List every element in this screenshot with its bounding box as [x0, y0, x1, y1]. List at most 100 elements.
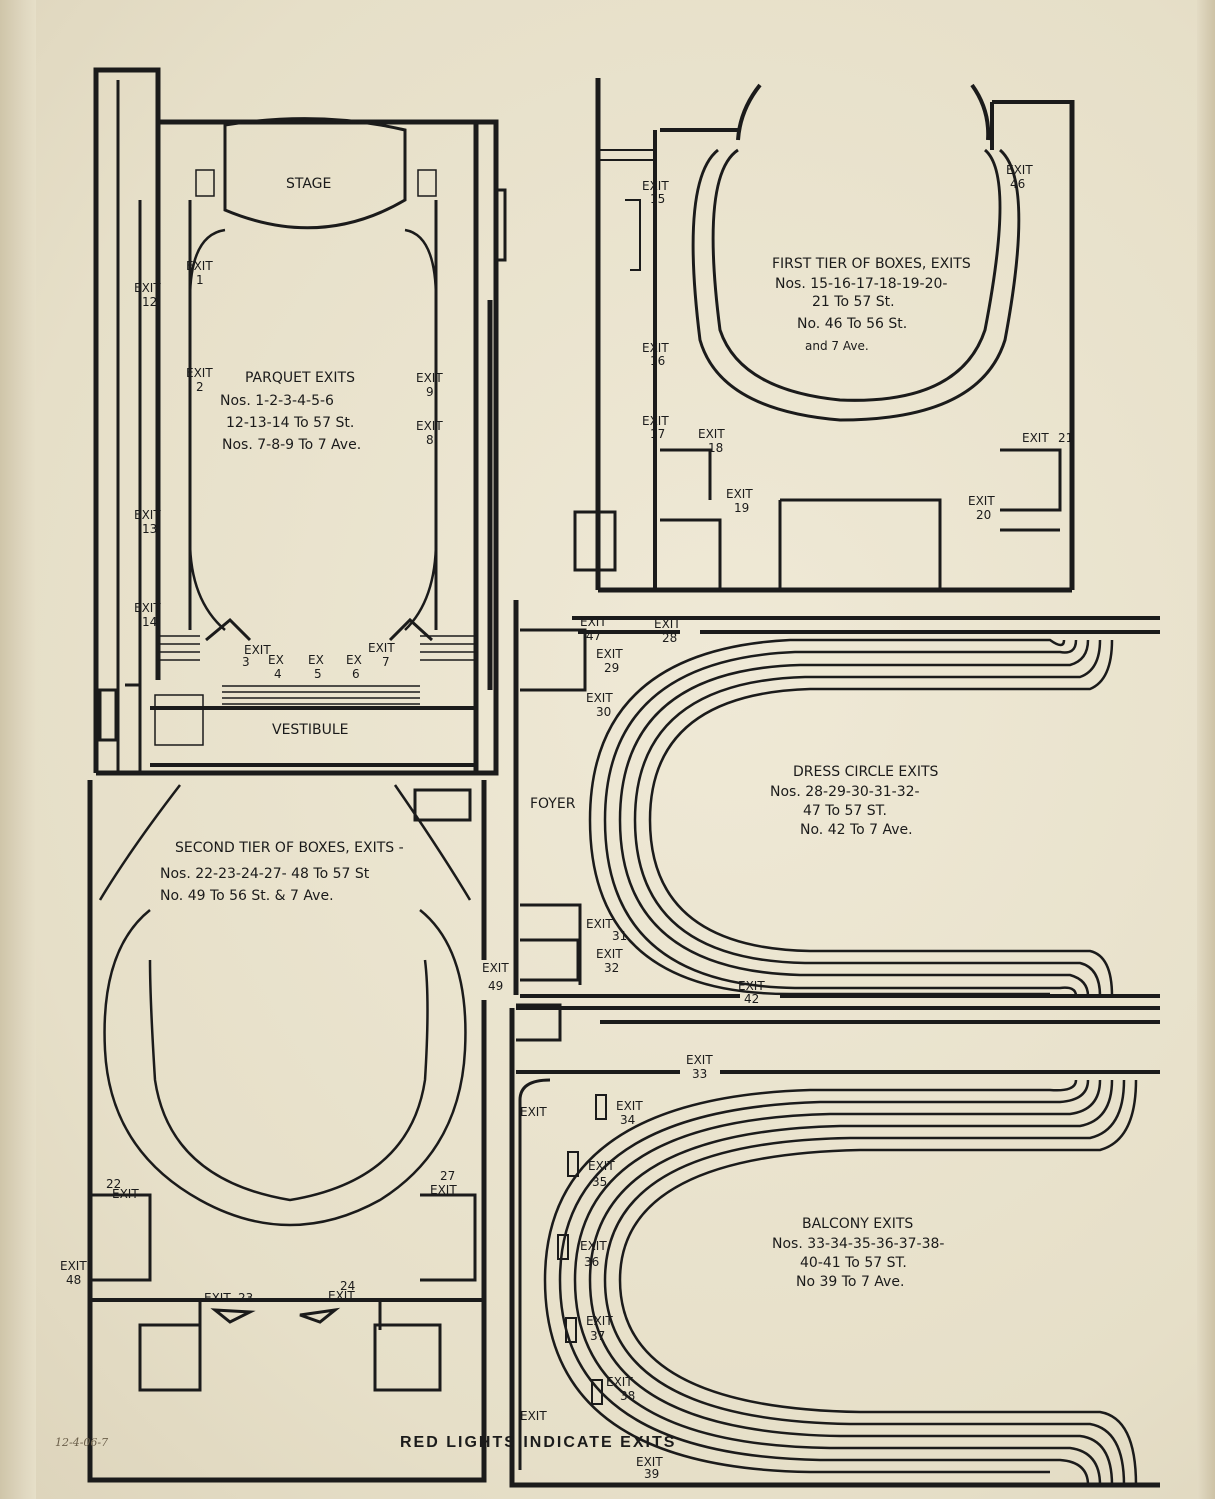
foyer-label: FOYER: [530, 796, 576, 812]
exit-word: EXIT: [112, 1187, 139, 1201]
ex-word: EX: [346, 653, 362, 667]
exit-35-number: 35: [592, 1175, 607, 1189]
exit-word: EXIT: [134, 601, 161, 615]
archive-note: 12-4-06-7: [55, 1436, 108, 1449]
exit-word: EXIT: [520, 1409, 547, 1423]
exit-word: EXIT: [586, 917, 613, 931]
exit-word: EXIT: [520, 1105, 547, 1119]
balcony-plan: [509, 1003, 1160, 1488]
exit-word: EXIT: [134, 508, 161, 522]
parquet-line-2: 12-13-14 To 57 St.: [226, 415, 354, 431]
exit-word: EXIT: [596, 647, 623, 661]
exit-word: EXIT: [726, 487, 753, 501]
exit-word: EXIT: [606, 1375, 633, 1389]
exit-word: EXIT: [586, 1314, 613, 1328]
exit-word: EXIT: [416, 371, 443, 385]
exit-20-number: 20: [976, 508, 991, 522]
exit-34-number: 34: [620, 1113, 635, 1127]
exit-word: EXIT: [1006, 163, 1033, 177]
parquet-title: PARQUET EXITS: [245, 370, 355, 386]
exit-2-number: 2: [196, 380, 204, 394]
exit-word: EXIT: [616, 1099, 643, 1113]
footer-caption: RED LIGHTS INDICATE EXITS: [400, 1434, 676, 1451]
exit-word: EXIT: [642, 341, 669, 355]
exit-word: EXIT: [686, 1053, 713, 1067]
parquet-line-3: Nos. 7-8-9 To 7 Ave.: [222, 437, 361, 453]
exit-29-number: 29: [604, 661, 619, 675]
balcony-line-2: 40-41 To 57 ST.: [800, 1255, 907, 1271]
exit-5-number: 5: [314, 667, 322, 681]
exit-word: EXIT: [134, 281, 161, 295]
dress-circle-line-2: 47 To 57 ST.: [803, 803, 887, 819]
exit-12-number: 12: [142, 295, 157, 309]
exit-word: EXIT: [580, 615, 607, 629]
exit-18-number: 18: [708, 441, 723, 455]
exit-48-number: 48: [66, 1273, 81, 1287]
exit-word: EXIT: [968, 494, 995, 508]
stage-label: STAGE: [286, 176, 331, 192]
vestibule-label: VESTIBULE: [272, 722, 349, 738]
exit-word: EXIT: [430, 1183, 457, 1197]
second-tier-line-2: No. 49 To 56 St. & 7 Ave.: [160, 888, 334, 904]
exit-24-number: 24: [340, 1279, 355, 1293]
exit-word: EXIT: [580, 1239, 607, 1253]
exit-word: EXIT: [482, 961, 509, 975]
balcony-line-3: No 39 To 7 Ave.: [796, 1274, 904, 1290]
exit-13-number: 13: [142, 522, 157, 536]
exit-7-number: 7: [382, 655, 390, 669]
exit-word: EXIT: [1022, 431, 1049, 445]
exit-42-number: 42: [744, 992, 759, 1006]
second-tier-title: SECOND TIER OF BOXES, EXITS -: [175, 840, 404, 856]
exit-word: EXIT: [642, 414, 669, 428]
exit-word: EXIT: [186, 259, 213, 273]
dress-circle-plan: [513, 600, 1160, 998]
exit-3-number: 3: [242, 655, 250, 669]
exit-30-number: 30: [596, 705, 611, 719]
exit-38-number: 38: [620, 1389, 635, 1403]
exit-word: EXIT: [368, 641, 395, 655]
ex-word: EX: [308, 653, 324, 667]
parquet-line-1: Nos. 1-2-3-4-5-6: [220, 393, 334, 409]
exit-word: EXIT: [596, 947, 623, 961]
exit-36-number: 36: [584, 1255, 599, 1269]
second-tier-line-1: Nos. 22-23-24-27- 48 To 57 St: [160, 866, 370, 882]
ex-word: EX: [268, 653, 284, 667]
exit-49-number: 49: [488, 979, 503, 993]
dress-circle-line-3: No. 42 To 7 Ave.: [800, 822, 913, 838]
exit-14-number: 14: [142, 615, 157, 629]
exit-22-number: 22: [106, 1177, 121, 1191]
exit-15-number: 15: [650, 192, 665, 206]
exit-word: EXIT: [642, 179, 669, 193]
parquet-plan: [93, 67, 507, 776]
exit-word: EXIT: [738, 979, 765, 993]
exit-word: EXIT: [654, 617, 681, 631]
exit-word: EXIT: [636, 1455, 663, 1469]
exit-word: EXIT: [698, 427, 725, 441]
exit-word: EXIT: [186, 366, 213, 380]
dress-circle-line-1: Nos. 28-29-30-31-32-: [770, 784, 920, 800]
exit-17-number: 17: [650, 427, 665, 441]
binding-shadow: [0, 0, 36, 1499]
exit-word: EXIT: [244, 643, 271, 657]
exit-19-number: 19: [734, 501, 749, 515]
first-tier-plan: [573, 78, 1075, 593]
exit-23-number: 23: [238, 1291, 253, 1305]
balcony-title: BALCONY EXITS: [802, 1216, 913, 1232]
exit-4-number: 4: [274, 667, 282, 681]
page-edge: [1197, 0, 1215, 1499]
exit-32-number: 32: [604, 961, 619, 975]
first-tier-line-3: No. 46 To 56 St.: [797, 316, 907, 332]
exit-word: EXIT: [416, 419, 443, 433]
second-tier-plan: [87, 780, 487, 1483]
exit-word: EXIT: [60, 1259, 87, 1273]
exit-33-number: 33: [692, 1067, 707, 1081]
balcony-line-1: Nos. 33-34-35-36-37-38-: [772, 1236, 944, 1252]
exit-27-number: 27: [440, 1169, 455, 1183]
exit-46-number: 46: [1010, 177, 1025, 191]
exit-21-number: 21: [1058, 431, 1073, 445]
exit-8-number: 8: [426, 433, 434, 447]
exit-9-number: 9: [426, 385, 434, 399]
dress-circle-title: DRESS CIRCLE EXITS: [793, 764, 939, 780]
